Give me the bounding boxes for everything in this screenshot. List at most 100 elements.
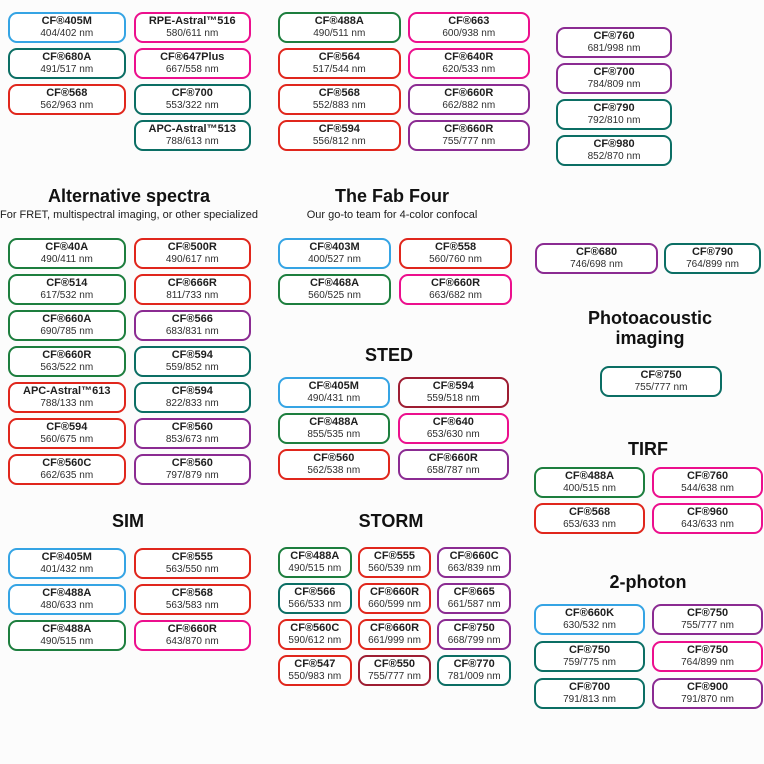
dye-name: CF®980 bbox=[593, 138, 635, 151]
dye-wavelengths: 562/963 nm bbox=[40, 100, 94, 112]
section-title-text: STED bbox=[364, 345, 413, 365]
dye-name: CF®594 bbox=[46, 421, 88, 434]
section-title-text: Alternative spectra bbox=[47, 186, 211, 206]
dye-wavelengths: 653/633 nm bbox=[563, 519, 616, 531]
dye-wavelengths: 560/539 nm bbox=[368, 563, 421, 575]
dye-wavelengths: 550/983 nm bbox=[288, 671, 342, 683]
dye-name: CF®560 bbox=[171, 457, 213, 470]
section-title-text: Photoacoustic imaging bbox=[587, 308, 712, 349]
section-title-text: The Fab Four bbox=[335, 186, 449, 206]
dye-name: CF®660R bbox=[430, 277, 481, 290]
dye-wavelengths: 755/777 nm bbox=[634, 382, 688, 394]
dye-name: APC-Astral™613 bbox=[23, 385, 111, 398]
dye-wavelengths: 855/535 nm bbox=[307, 429, 361, 441]
dye-wavelengths: 653/630 nm bbox=[426, 429, 480, 441]
dye-wavelengths: 791/870 nm bbox=[681, 694, 734, 706]
dye-name: CF®550 bbox=[373, 658, 416, 671]
dye-name: CF®566 bbox=[294, 586, 336, 599]
dye-wavelengths: 759/775 nm bbox=[563, 657, 616, 669]
dye-wavelengths: 643/633 nm bbox=[681, 519, 734, 531]
dye-wavelengths: 562/538 nm bbox=[307, 465, 361, 477]
dye-wavelengths: 781/009 nm bbox=[447, 671, 501, 683]
dye-wavelengths: 660/599 nm bbox=[368, 599, 421, 611]
dye-name: CF®790 bbox=[691, 246, 734, 259]
dye-wavelengths: 683/831 nm bbox=[165, 326, 219, 338]
dye-name: CF®568 bbox=[46, 87, 88, 100]
dye-wavelengths: 755/777 nm bbox=[368, 671, 421, 683]
dye-name: CF®647Plus bbox=[160, 51, 225, 64]
dye-name: CF®680 bbox=[575, 246, 618, 259]
dye-name: CF®666R bbox=[167, 277, 217, 290]
dye-name: CF®680A bbox=[42, 51, 92, 64]
dye-name: CF®663 bbox=[448, 15, 490, 28]
section-title-tirf: TIRF bbox=[533, 439, 763, 459]
dye-wavelengths: 788/613 nm bbox=[165, 136, 219, 148]
dye-wavelengths: 792/810 nm bbox=[587, 115, 641, 127]
dye-wavelengths: 662/882 nm bbox=[442, 100, 496, 112]
dye-name: CF®560C bbox=[290, 622, 340, 635]
section-title-text: SIM bbox=[111, 511, 144, 531]
dye-name: CF®405M bbox=[308, 380, 359, 393]
dye-wavelengths: 563/550 nm bbox=[165, 564, 219, 576]
dye-wavelengths: 791/813 nm bbox=[563, 694, 616, 706]
dye-name: CF®558 bbox=[434, 241, 477, 254]
dye-name: CF®547 bbox=[294, 658, 336, 671]
dye-name: CF®660R bbox=[444, 123, 494, 136]
dye-name: CF®700 bbox=[171, 87, 213, 100]
dye-wavelengths: 480/633 nm bbox=[40, 600, 94, 612]
dye-name: CF®488A bbox=[309, 416, 359, 429]
dye-name: CF®660R bbox=[444, 87, 494, 100]
dye-wavelengths: 400/527 nm bbox=[308, 254, 361, 266]
dye-wavelengths: 556/812 nm bbox=[312, 136, 366, 148]
dye-wavelengths: 811/733 nm bbox=[166, 290, 219, 302]
dye-name: CF®468A bbox=[309, 277, 360, 290]
dye-wavelengths: 852/870 nm bbox=[587, 151, 641, 163]
dye-wavelengths: 764/899 nm bbox=[686, 259, 739, 271]
dye-name: APC-Astral™513 bbox=[148, 123, 236, 136]
